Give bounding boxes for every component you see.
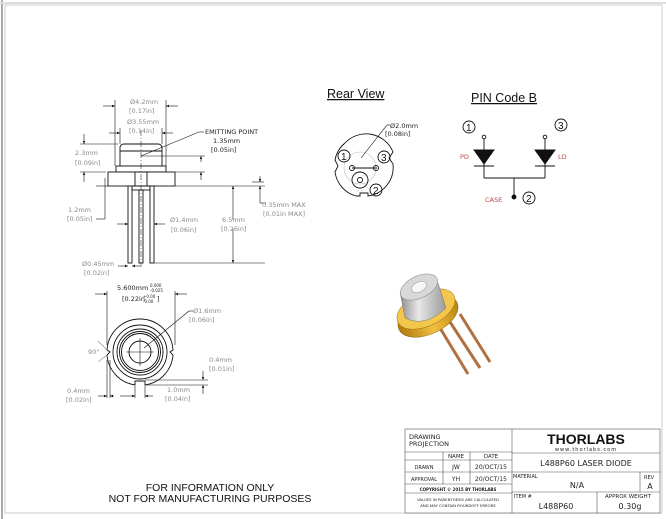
svg-text:[0.02in]: [0.02in] bbox=[66, 396, 91, 404]
svg-text:COPYRIGHT © 2015 BY THORLABS: COPYRIGHT © 2015 BY THORLABS bbox=[420, 487, 497, 492]
bottom-view-dimensions bbox=[95, 291, 208, 398]
side-view bbox=[107, 130, 176, 265]
svg-text:CASE: CASE bbox=[485, 196, 502, 204]
svg-text:DATE: DATE bbox=[484, 454, 499, 460]
svg-text:EMITTING POINT: EMITTING POINT bbox=[205, 128, 258, 136]
svg-text:Ø2.0mm: Ø2.0mm bbox=[390, 122, 418, 130]
svg-text:AND MAY CONTAIN ROUNDOFF ERROR: AND MAY CONTAIN ROUNDOFF ERRORS bbox=[420, 503, 496, 508]
svg-text:YH: YH bbox=[451, 476, 460, 483]
svg-text:JW: JW bbox=[451, 464, 460, 471]
svg-text:Ø0.45mm: Ø0.45mm bbox=[82, 260, 114, 268]
svg-text:PROJECTION: PROJECTION bbox=[409, 440, 449, 448]
svg-text:0.4mm: 0.4mm bbox=[209, 356, 232, 364]
svg-text:20/OCT/15: 20/OCT/15 bbox=[475, 464, 507, 471]
thorlabs-logo: THORLABS bbox=[547, 431, 625, 447]
svg-text:L488P60 LASER DIODE: L488P60 LASER DIODE bbox=[540, 459, 632, 468]
svg-text:[0.17in]: [0.17in] bbox=[129, 107, 154, 115]
svg-text:1: 1 bbox=[466, 123, 472, 134]
svg-text:2: 2 bbox=[373, 186, 379, 197]
svg-text:[0.26in]: [0.26in] bbox=[221, 225, 246, 233]
svg-text:[0.01in]: [0.01in] bbox=[209, 365, 234, 373]
svg-text:1.35mm: 1.35mm bbox=[213, 137, 240, 145]
svg-text:APPROX WEIGHT: APPROX WEIGHT bbox=[605, 494, 652, 500]
svg-text:PD: PD bbox=[460, 153, 469, 161]
laser-diode-photo bbox=[396, 273, 492, 375]
svg-text:[0.05in]: [0.05in] bbox=[211, 146, 236, 154]
svg-text:+0.00: +0.00 bbox=[143, 294, 156, 299]
svg-text:[0.08in]: [0.08in] bbox=[385, 130, 410, 138]
svg-text:LD: LD bbox=[558, 153, 567, 161]
svg-text:2.3mm: 2.3mm bbox=[75, 149, 98, 157]
svg-text:Ø3.55mm: Ø3.55mm bbox=[127, 118, 159, 126]
svg-text:L488P60: L488P60 bbox=[539, 502, 574, 511]
side-view-labels: Ø4.2mm [0.17in] Ø3.55mm [0.14in] EMITTIN… bbox=[67, 98, 306, 277]
rear-view-labels: Ø2.0mm [0.08in] 1 2 3 bbox=[341, 122, 418, 197]
pin-code-title: PIN Code B bbox=[471, 91, 537, 105]
svg-text:3: 3 bbox=[381, 153, 387, 164]
svg-text:-0.00: -0.00 bbox=[143, 299, 154, 304]
svg-text:2: 2 bbox=[526, 194, 532, 205]
svg-text:0.30g: 0.30g bbox=[619, 502, 642, 511]
bottom-view-labels: 5.600mm 0.000 -0.025 [0.22in +0.00 -0.00… bbox=[66, 283, 234, 404]
svg-text:90°: 90° bbox=[88, 348, 100, 356]
svg-text:1.0mm: 1.0mm bbox=[167, 386, 190, 394]
title-block bbox=[404, 428, 661, 514]
notice-line-2: NOT FOR MANUFACTURING PURPOSES bbox=[108, 493, 312, 505]
svg-text:1.2mm: 1.2mm bbox=[68, 206, 91, 214]
title-block-text: DRAWING PROJECTION NAME DATE DRAWN JW 20… bbox=[409, 431, 655, 511]
svg-text:N/A: N/A bbox=[570, 481, 585, 490]
svg-text:[0.09in]: [0.09in] bbox=[75, 159, 100, 167]
svg-text:5.600mm: 5.600mm bbox=[117, 284, 148, 292]
svg-text:ITEM #: ITEM # bbox=[514, 494, 532, 500]
svg-text:A: A bbox=[647, 482, 653, 491]
svg-text:MATERIAL: MATERIAL bbox=[513, 474, 538, 480]
svg-text:1: 1 bbox=[341, 152, 347, 163]
svg-text:[0.01in MAX]: [0.01in MAX] bbox=[263, 210, 305, 218]
svg-text:[0.04in]: [0.04in] bbox=[165, 395, 190, 403]
svg-text:[0.06in]: [0.06in] bbox=[189, 316, 214, 324]
rear-view-title: Rear View bbox=[327, 87, 385, 101]
svg-text:0.000: 0.000 bbox=[150, 283, 162, 288]
svg-text:3: 3 bbox=[558, 121, 564, 132]
svg-text:0.35mm MAX: 0.35mm MAX bbox=[262, 201, 306, 209]
svg-text:NAME: NAME bbox=[448, 454, 465, 460]
svg-text:6.5mm: 6.5mm bbox=[222, 216, 245, 224]
svg-text:Ø4.2mm: Ø4.2mm bbox=[130, 98, 158, 106]
svg-text:APPROVAL: APPROVAL bbox=[411, 477, 437, 483]
svg-text:[0.14in]: [0.14in] bbox=[129, 127, 154, 135]
svg-text:VALUES IN PARENTHESIS ARE CALC: VALUES IN PARENTHESIS ARE CALCULATED bbox=[417, 497, 499, 502]
notice-line-1: FOR INFORMATION ONLY bbox=[145, 482, 275, 494]
svg-text:]: ] bbox=[157, 295, 160, 303]
svg-text:[0.06in]: [0.06in] bbox=[171, 226, 196, 234]
bottom-view bbox=[106, 318, 174, 386]
side-view-dimensions bbox=[80, 100, 266, 268]
svg-text:Ø1.4mm: Ø1.4mm bbox=[170, 216, 198, 224]
svg-text:[0.05in]: [0.05in] bbox=[67, 215, 92, 223]
svg-text:[0.02in]: [0.02in] bbox=[84, 269, 109, 277]
svg-text:www.thorlabs.com: www.thorlabs.com bbox=[555, 447, 617, 453]
pin-code-labels: 1 2 3 PD LD CASE bbox=[460, 121, 567, 205]
svg-text:20/OCT/15: 20/OCT/15 bbox=[475, 476, 507, 483]
svg-text:[0.22in: [0.22in bbox=[122, 295, 145, 303]
pin-code-schematic bbox=[462, 118, 568, 205]
rear-view bbox=[334, 124, 394, 197]
svg-text:DRAWING: DRAWING bbox=[409, 433, 441, 441]
svg-text:REV: REV bbox=[644, 475, 655, 481]
svg-text:-0.025: -0.025 bbox=[150, 288, 163, 293]
svg-text:0.4mm: 0.4mm bbox=[67, 387, 90, 395]
svg-text:Ø1.6mm: Ø1.6mm bbox=[193, 307, 221, 315]
svg-text:DRAWN: DRAWN bbox=[415, 465, 434, 471]
